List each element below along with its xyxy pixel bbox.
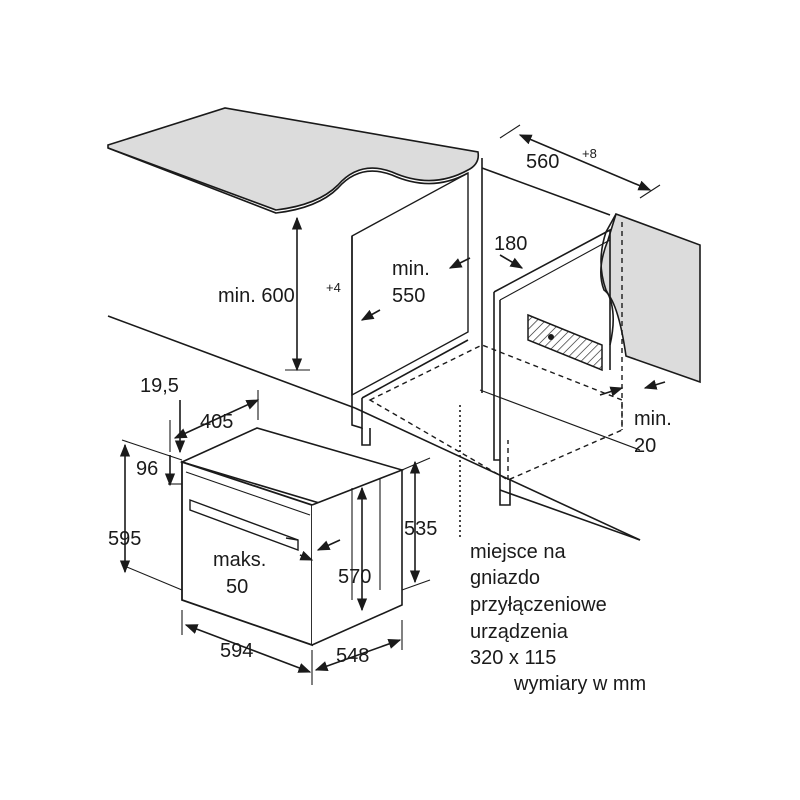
label-cabinet-height: min. 600 (218, 285, 295, 307)
note-line-4: urządzenia (470, 621, 569, 643)
note-line-5: 320 x 115 (470, 647, 556, 669)
label-inner-height-right: 535 (404, 518, 437, 540)
label-front-depth: 405 (200, 411, 233, 433)
label-panel-height: 96 (136, 458, 158, 480)
label-gap-back: 180 (494, 233, 527, 255)
countertop-left (107, 107, 480, 214)
countertop-right (600, 212, 701, 384)
label-side-min-2: 20 (634, 435, 656, 457)
note-line-1: miejsce na (470, 541, 566, 563)
oven (179, 427, 405, 647)
units-label: wymiary w mm (513, 673, 646, 695)
label-width-top-tol: +8 (582, 146, 597, 161)
label-offset-top: 19,5 (140, 375, 179, 397)
label-depth-min-1: min. (392, 258, 430, 280)
label-oven-inner-height: 570 (338, 566, 371, 588)
label-depth-min-2: 550 (392, 285, 425, 307)
label-total-depth: 548 (336, 645, 369, 667)
label-cabinet-height-tol: +4 (326, 280, 341, 295)
dimension-lines (119, 124, 666, 685)
socket-area (527, 313, 603, 372)
label-handle-2: 50 (226, 576, 248, 598)
label-width-top: 560 (526, 151, 559, 173)
label-side-min-1: min. (634, 408, 672, 430)
note-line-3: przyłączeniowe (470, 594, 607, 616)
labels: 560 +8 min. 600 +4 min. 550 180 min. 20 … (108, 146, 672, 695)
note-line-2: gniazdo (470, 567, 540, 589)
right-cabinet (493, 228, 611, 506)
label-handle-1: maks. (213, 549, 266, 571)
label-front-width: 594 (220, 640, 253, 662)
label-total-height: 595 (108, 528, 141, 550)
left-cabinet (351, 171, 469, 446)
